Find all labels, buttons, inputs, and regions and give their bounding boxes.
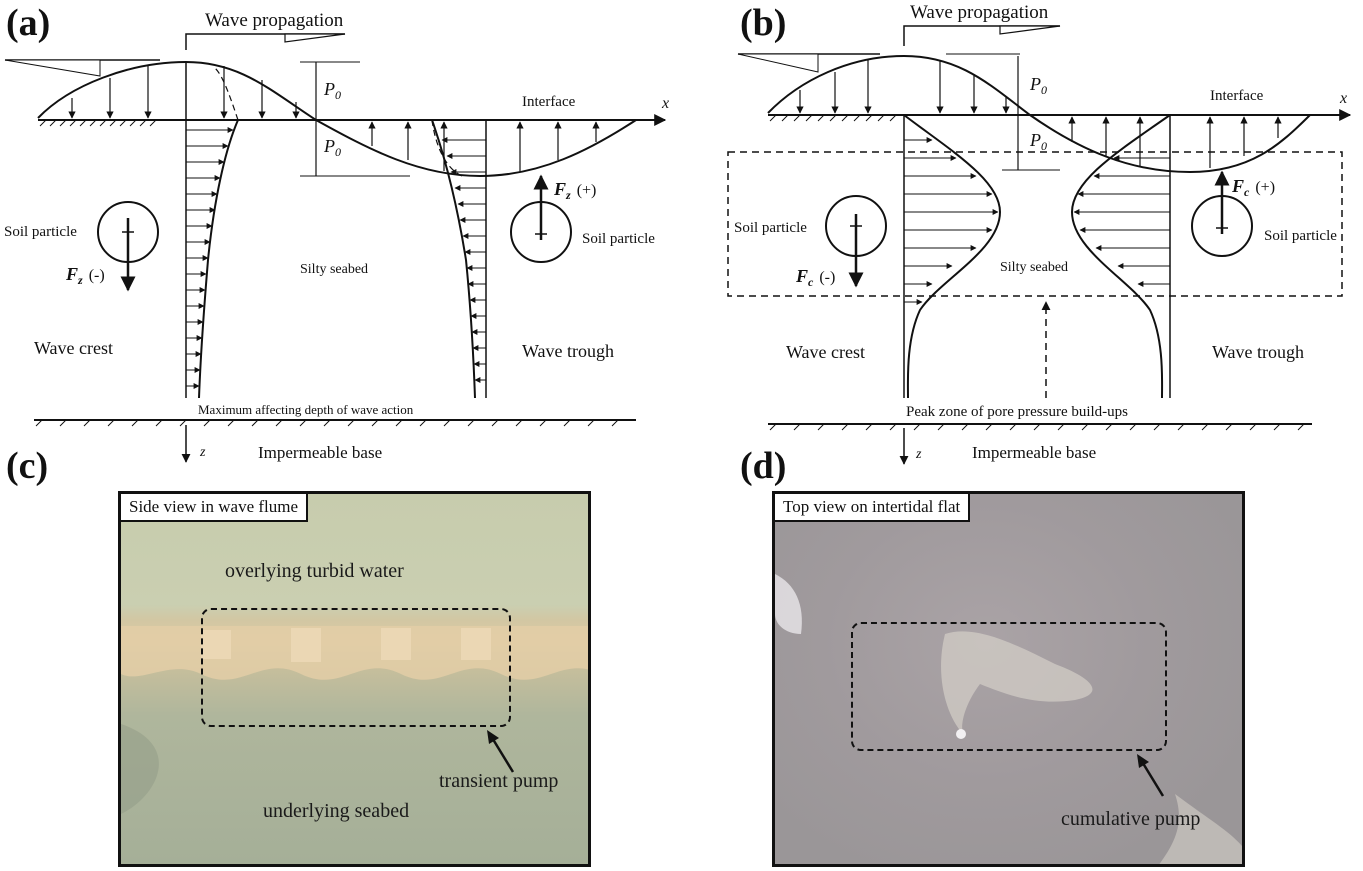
b-force-right-sub: c (1244, 185, 1250, 199)
b-p0-top: P (1029, 74, 1041, 94)
d-pointer-arrow (1137, 754, 1165, 797)
a-force-left-sub: z (77, 273, 83, 287)
b-silty-seabed: Silty seabed (1000, 260, 1068, 275)
panel-c-letter: (c) (6, 445, 49, 487)
photo-top-view: Top view on intertidal flat cumulative p… (772, 491, 1245, 867)
a-base-label: Impermeable base (258, 443, 382, 462)
svg-text:P0: P0 (323, 136, 341, 159)
c-pump-label: transient pump (439, 770, 559, 792)
b-force-left-sub: c (808, 275, 814, 289)
d-pump-label: cumulative pump (1061, 808, 1201, 830)
b-peak-label: Peak zone of pore pressure build-ups (906, 404, 1128, 420)
b-p0-top-sub: 0 (1041, 83, 1047, 97)
a-depth-label: Maximum affecting depth of wave action (198, 402, 414, 417)
a-z-axis: z (199, 445, 206, 460)
a-soil-particle-right: Soil particle (582, 231, 655, 247)
a-wave-trough: Wave trough (522, 341, 614, 361)
b-p0-bottom-sub: 0 (1041, 139, 1047, 153)
b-base-label: Impermeable base (972, 443, 1096, 462)
c-pump-box (201, 608, 511, 727)
c-water-label: overlying turbid water (225, 560, 404, 582)
panel-b-letter: (b) (740, 2, 787, 44)
a-force-left: F (65, 264, 78, 284)
a-force-right-sign: (+) (577, 182, 597, 199)
a-p0-bottom: P (323, 136, 335, 156)
panel-b-diagram: Wave propagation x Interface P0 P0 (727, 2, 1352, 465)
a-p0-top: P (323, 79, 335, 99)
panel-d-letter: (d) (740, 445, 787, 487)
svg-text:Fz(-): Fz (-) (65, 264, 105, 287)
b-force-left: F (795, 266, 808, 286)
panel-a-letter: (a) (6, 2, 51, 44)
b-interface: Interface (1210, 88, 1264, 104)
a-silty-seabed: Silty seabed (300, 262, 368, 277)
svg-text:Fc(+): Fc (+) (1231, 176, 1275, 199)
a-soil-particle-left: Soil particle (4, 224, 77, 240)
d-plume (775, 574, 1242, 864)
a-interface: Interface (522, 94, 576, 110)
b-p0-bottom: P (1029, 130, 1041, 150)
d-pump-box (851, 622, 1167, 751)
svg-text:Fc(-): Fc (-) (795, 266, 835, 289)
photo-side-view: Side view in wave flume overlying turbid… (118, 491, 591, 867)
b-wave-propagation: Wave propagation (910, 2, 1049, 23)
a-x-axis: x (661, 95, 669, 112)
d-tag: Top view on intertidal flat (775, 494, 971, 522)
a-force-left-sign: (-) (89, 267, 105, 284)
b-force-left-sign: (-) (819, 269, 835, 286)
b-force-right-sign: (+) (1255, 179, 1275, 196)
b-soil-particle-left: Soil particle (734, 220, 807, 236)
svg-text:P0: P0 (1029, 130, 1047, 153)
c-pointer-arrow (487, 730, 515, 773)
svg-text:Fz(+): Fz (+) (553, 179, 596, 202)
b-x-axis: x (1339, 90, 1347, 107)
panel-a-diagram: Wave propagation x Interface P0 P0 (4, 10, 669, 463)
c-tag: Side view in wave flume (121, 494, 309, 522)
c-seabed-label: underlying seabed (263, 800, 410, 822)
b-force-right: F (1231, 176, 1244, 196)
b-soil-particle-right: Soil particle (1264, 228, 1337, 244)
a-p0-top-sub: 0 (335, 88, 341, 102)
svg-text:P0: P0 (323, 79, 341, 102)
c-wave-band (121, 626, 588, 814)
a-wave-crest: Wave crest (34, 338, 113, 358)
a-force-right-sub: z (565, 188, 571, 202)
a-p0-bottom-sub: 0 (335, 145, 341, 159)
a-wave-propagation: Wave propagation (205, 10, 344, 31)
b-wave-trough: Wave trough (1212, 342, 1304, 362)
a-force-right: F (553, 179, 566, 199)
b-z-axis: z (915, 447, 922, 462)
svg-text:P0: P0 (1029, 74, 1047, 97)
b-wave-crest: Wave crest (786, 342, 865, 362)
